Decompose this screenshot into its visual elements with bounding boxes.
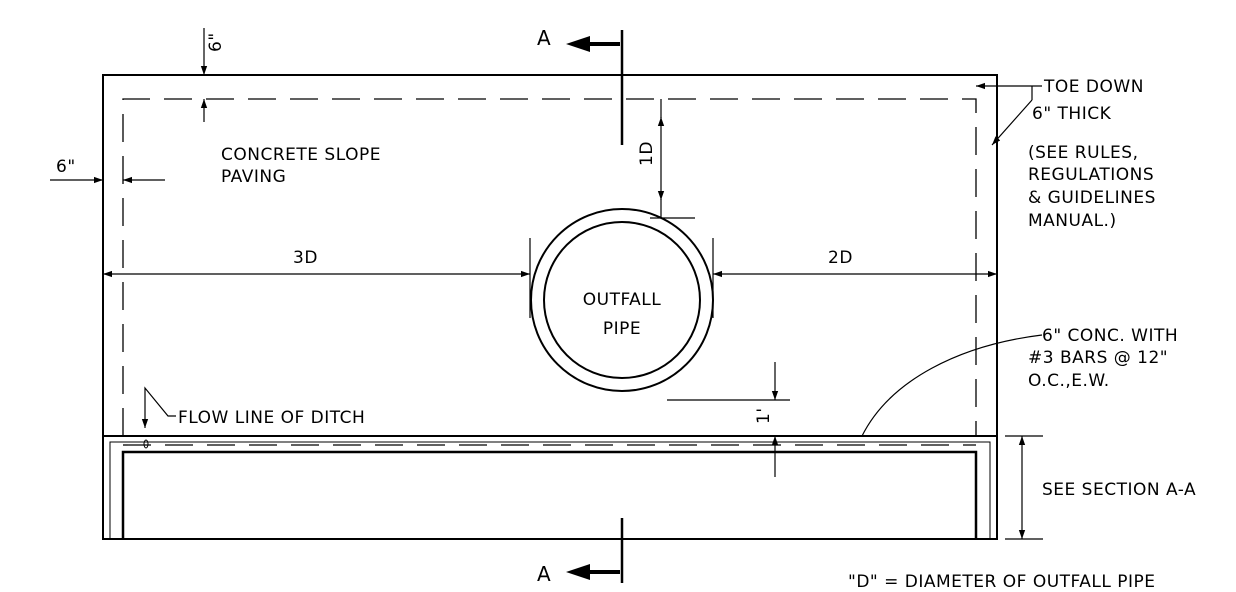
reference-label-line3: & GUIDELINES <box>1028 188 1156 208</box>
concrete-note-line2: #3 BARS @ 12" <box>1028 348 1168 368</box>
concrete-note-line3: O.C.,E.W. <box>1028 371 1110 391</box>
pipe-label-line1: OUTFALL <box>583 290 662 310</box>
dim-top-6-label: 6" <box>206 32 226 52</box>
toe-down-leader-2 <box>991 99 1033 146</box>
section-arrowhead-top <box>566 36 590 52</box>
toe-down-dashed-line <box>122 98 977 436</box>
section-arrowhead-bottom <box>566 564 590 580</box>
slab-outline <box>102 74 998 540</box>
section-mark-bottom: A <box>537 562 551 586</box>
paving-label-line1: CONCRETE SLOPE <box>221 145 381 165</box>
flow-line-leader <box>141 386 176 428</box>
toe-down-label-line1: TOE DOWN <box>1043 77 1144 97</box>
flow-line-label: FLOW LINE OF DITCH <box>178 408 365 428</box>
ditch-thin-outline <box>109 441 991 539</box>
pipe-label-line2: PIPE <box>603 319 641 339</box>
concrete-note-leader <box>861 334 1043 437</box>
pipe-inner-circle <box>543 221 701 379</box>
dim-left-6-label: 6" <box>56 157 76 177</box>
toe-down-label-line2: 6" THICK <box>1032 104 1112 124</box>
reference-label-line1: (SEE RULES, <box>1028 143 1138 163</box>
paving-label-line2: PAVING <box>221 167 286 187</box>
section-mark-top: A <box>537 26 551 50</box>
dim-2d-label: 2D <box>828 248 853 268</box>
dim-3d-label: 3D <box>293 248 318 268</box>
concrete-note-line1: 6" CONC. WITH <box>1042 326 1178 346</box>
reference-label-line2: REGULATIONS <box>1028 165 1154 185</box>
flow-line-point <box>143 439 149 449</box>
dim-1d-label: 1D <box>637 141 657 166</box>
see-section-label: SEE SECTION A-A <box>1042 480 1196 500</box>
diameter-footnote: "D" = DIAMETER OF OUTFALL PIPE <box>848 572 1156 592</box>
ditch-inner-outline <box>121 450 978 539</box>
dim-1ft-label: 1' <box>754 408 774 425</box>
reference-label-line4: MANUAL.) <box>1028 211 1117 231</box>
